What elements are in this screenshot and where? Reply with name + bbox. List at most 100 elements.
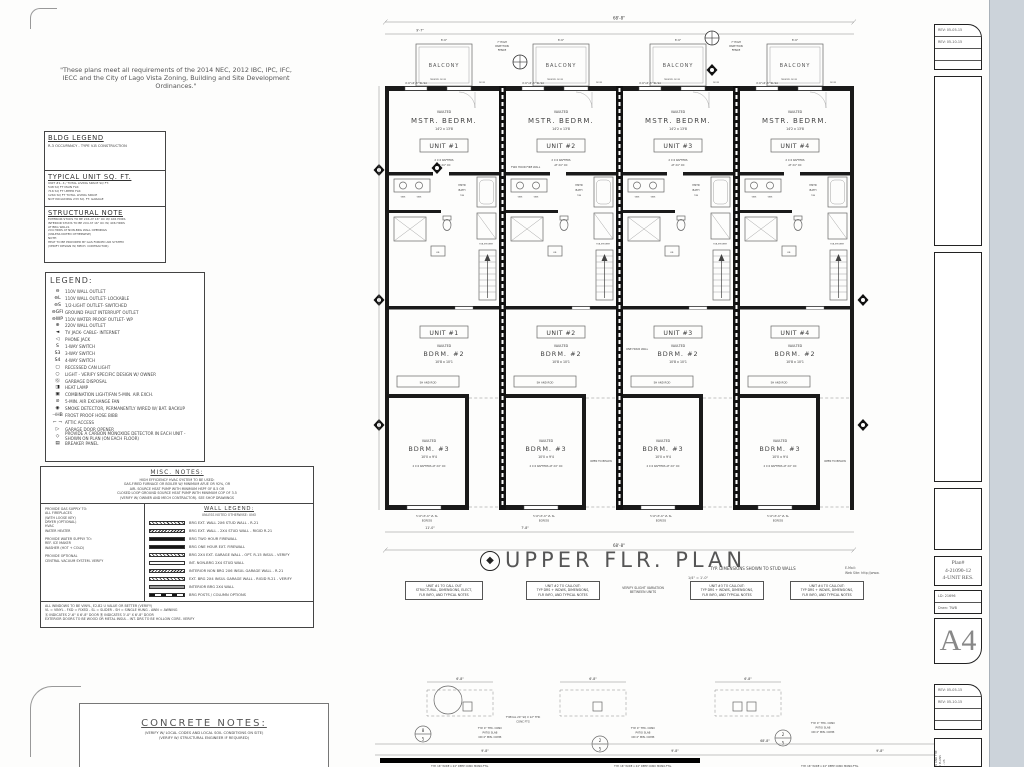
legend-symbol-icon: ◇ bbox=[55, 433, 60, 439]
svg-text:68'-8": 68'-8" bbox=[760, 739, 770, 743]
legend-item: ◉ SMOKE DETECTOR, PERMANENTLY WIRED W/ B… bbox=[50, 405, 200, 412]
structural-note-body: EXTERIOR STUDS TO BE 2X6 AT 16" OC W/ 4X… bbox=[48, 217, 126, 248]
plan-title-marker-icon: ◆ bbox=[480, 551, 500, 571]
svg-text:OPEN TO BELOW: OPEN TO BELOW bbox=[824, 459, 846, 463]
svg-text:6'-8": 6'-8" bbox=[456, 677, 464, 681]
legend-item-label: 110V WALL OUTLET bbox=[65, 288, 106, 294]
exterior-wall-left bbox=[385, 86, 389, 510]
plan-title: UPPER FLR. PLAN bbox=[505, 548, 747, 572]
legend-item: ▷ GARAGE DOOR OPENER bbox=[50, 426, 200, 433]
legend-item-label: LIGHT - VERIFY SPECIFIC DESIGN W/ OWNER bbox=[65, 371, 156, 377]
provide-notes: PROVIDE GAS SUPPLY TO: ALL FIREPLACES (W… bbox=[45, 507, 104, 563]
titleblock-panel-3 bbox=[934, 488, 982, 550]
legend-symbol-icon: ▢ bbox=[55, 364, 60, 370]
svg-text:9'-8": 9'-8" bbox=[671, 749, 679, 753]
legend-item: ⌐ ¬ ATTIC ACCESS bbox=[50, 419, 200, 426]
unit-2-plan bbox=[505, 37, 617, 523]
legend-item: ▣ COMBINATION LIGHT/FAN 5-MIN. AIR EXCH. bbox=[50, 391, 200, 398]
legend-symbol-icon: ◉ bbox=[55, 406, 60, 412]
detail-circle bbox=[433, 685, 463, 715]
legend-symbol-icon: ⊣HB bbox=[52, 412, 63, 418]
verify-variation-note: VERIFY SLIGHT VARIATION BETWEEN UNITS bbox=[622, 586, 664, 595]
unit-number-labels: UNIT #1 UNIT #2 UNIT #3 UNIT #4 UNIT #1 … bbox=[429, 143, 809, 337]
overall-dim-bottom: 68'-8" bbox=[613, 543, 625, 548]
bldg-legend-box: BLDG LEGEND R-3 OCCUPANCY - TYPE V-B CON… bbox=[44, 131, 166, 263]
unit-4-plan bbox=[739, 37, 851, 523]
svg-text:9'-8": 9'-8" bbox=[876, 749, 884, 753]
revision-block-2: REV: 05-05-15 REV: 05-10-15 bbox=[934, 684, 982, 730]
svg-text:ON 4" MIN. COMP.: ON 4" MIN. COMP. bbox=[631, 735, 654, 739]
footing-cluster-2 bbox=[559, 681, 627, 717]
legend-symbol-icon: ⊘ bbox=[55, 399, 60, 405]
legend-symbol-icon: ◄ bbox=[55, 330, 60, 336]
vertical-note-block: THESE PLANS AND THE USE OF SAID PLANS PR… bbox=[934, 738, 982, 767]
patio-slab-labels: TYP. 4" THK. CONC PATIO SLAB ON 4" MIN. … bbox=[478, 721, 835, 739]
svg-text:ON 4" MIN. COMP.: ON 4" MIN. COMP. bbox=[478, 735, 501, 739]
legend-symbol-icon: S bbox=[56, 344, 59, 350]
legend-item: ⊣HB FROST PROOF HOSE BIBB bbox=[50, 412, 200, 419]
legend-symbol-icon: ⊖L bbox=[54, 295, 61, 301]
legend-symbol-icon: ▤ bbox=[55, 440, 60, 446]
legend-item-label: 5-MIN. AIR EXCHANGE FAN bbox=[65, 399, 120, 405]
overall-dim-top: 68'-8" bbox=[613, 16, 625, 21]
legend-item-label: FROST PROOF HOSE BIBB bbox=[65, 412, 118, 418]
plan-number-label: Plan# bbox=[951, 560, 965, 566]
wall-pattern-swatch bbox=[149, 576, 185, 582]
unit2-label: UNIT #2 bbox=[546, 143, 575, 150]
plan-number-block: Plan# 4-21090-12 4-UNIT RES. bbox=[934, 556, 982, 586]
svg-text:2: 2 bbox=[599, 738, 602, 743]
svg-text:UNIT #1: UNIT #1 bbox=[429, 330, 458, 337]
legend-symbol-icon: ⊕ bbox=[55, 323, 60, 329]
legend-symbol-icon: ▷ bbox=[55, 426, 60, 432]
svg-text:ON 4" MIN. COMP.: ON 4" MIN. COMP. bbox=[811, 730, 834, 734]
wall-legend-row: BRG ONE HOUR EXT. FIREWALL bbox=[149, 543, 309, 551]
legend-item-label: 220V WALL OUTLET bbox=[65, 323, 106, 329]
legend-item-label: GARBAGE DISPOSAL bbox=[65, 378, 107, 384]
scan-edge bbox=[989, 0, 1024, 767]
svg-text:PATIO SLAB: PATIO SLAB bbox=[816, 726, 831, 730]
wall-legend-row: BRG TWO HOUR FIREWALL bbox=[149, 535, 309, 543]
legend-item: ▤ BREAKER PANEL bbox=[50, 440, 200, 447]
drawn-by: Drwn: TWB bbox=[938, 606, 957, 610]
typical-sqft-title: TYPICAL UNIT SQ. FT. bbox=[48, 173, 132, 181]
legend-item-label: PROVIDE A CARBON MONOXIDE DETECTOR IN EA… bbox=[65, 431, 186, 442]
svg-text:TYP. 4" THK. CONC: TYP. 4" THK. CONC bbox=[478, 726, 502, 730]
svg-text:UNIT #4: UNIT #4 bbox=[780, 330, 809, 337]
legend-item: S3 3-WAY SWITCH bbox=[50, 350, 200, 357]
footing-cluster-1 bbox=[426, 681, 494, 717]
legend-symbol-icon: ⌐ ¬ bbox=[52, 419, 63, 425]
unit-3-plan bbox=[622, 37, 734, 523]
legend-item-label: COMBINATION LIGHT/FAN 5-MIN. AIR EXCH. bbox=[65, 392, 154, 398]
legend-item: ◇ PROVIDE A CARBON MONOXIDE DETECTOR IN … bbox=[50, 431, 200, 442]
svg-text:TYP. 4" THK. CONC: TYP. 4" THK. CONC bbox=[811, 721, 835, 725]
legend-item: ○ LIGHT - VERIFY SPECIFIC DESIGN W/ OWNE… bbox=[50, 371, 200, 378]
legend-item-label: 110V WATER PROOF OUTLET- WP bbox=[65, 316, 133, 322]
wall-pattern-swatch bbox=[149, 592, 185, 598]
legend-symbol-icon: ◨ bbox=[55, 385, 60, 391]
code-disclaimer: "These plans meet all requirements of th… bbox=[60, 66, 292, 90]
open-to-below-label: OPEN TO BELOW bbox=[590, 459, 612, 463]
plan-subtitle: TYP. DIMENSIONS SHOWN TO STUD WALLS bbox=[710, 566, 796, 571]
legend-item-label: GARAGE DOOR OPENER bbox=[65, 426, 114, 432]
concrete-notes-title: CONCRETE NOTES: bbox=[141, 718, 267, 729]
legend-item: ⊕ 220V WALL OUTLET bbox=[50, 322, 200, 329]
legend-symbol-icon: S3 bbox=[54, 350, 61, 356]
svg-text:5: 5 bbox=[782, 741, 785, 746]
unit4-label: UNIT #4 bbox=[780, 143, 809, 150]
svg-text:PATIO SLAB: PATIO SLAB bbox=[483, 731, 498, 735]
legend-symbol-icon: ⊖WP bbox=[51, 316, 64, 322]
detail-callout-circles: 85 25 25 bbox=[414, 725, 792, 753]
wall-legend-row: EXT. BRG 2X4 INSUL GARAGE WALL - RIGID R… bbox=[149, 575, 309, 583]
ftg-label: TYPICAL 24" SQ X 12" THK bbox=[506, 715, 541, 719]
mono-footing-labels: TYP. 16" WIDE x 24" DEEP CONC MONO.FTG. … bbox=[431, 764, 859, 767]
legend-item: ⊖S 1/2-LIGHT OUTLET- SWITCHED bbox=[50, 302, 200, 309]
titleblock-panel-1 bbox=[934, 76, 982, 246]
legend-item-label: BREAKER PANEL bbox=[65, 440, 99, 446]
svg-text:6'-8": 6'-8" bbox=[744, 677, 752, 681]
upper-floor-plan-drawing: 8'-6" BALCONY 4'-6"x4'-6" SL SA TERM PR.… bbox=[373, 16, 869, 553]
revision-entry: REV: 05-05-15 bbox=[935, 685, 981, 697]
revision-block: REV: 05-05-15 REV: 05-10-15 bbox=[934, 24, 982, 70]
legend-symbol-icon: ○ bbox=[55, 371, 60, 377]
svg-text:6'-8": 6'-8" bbox=[589, 677, 597, 681]
legend-item-label: HEAT LAMP bbox=[65, 385, 89, 391]
